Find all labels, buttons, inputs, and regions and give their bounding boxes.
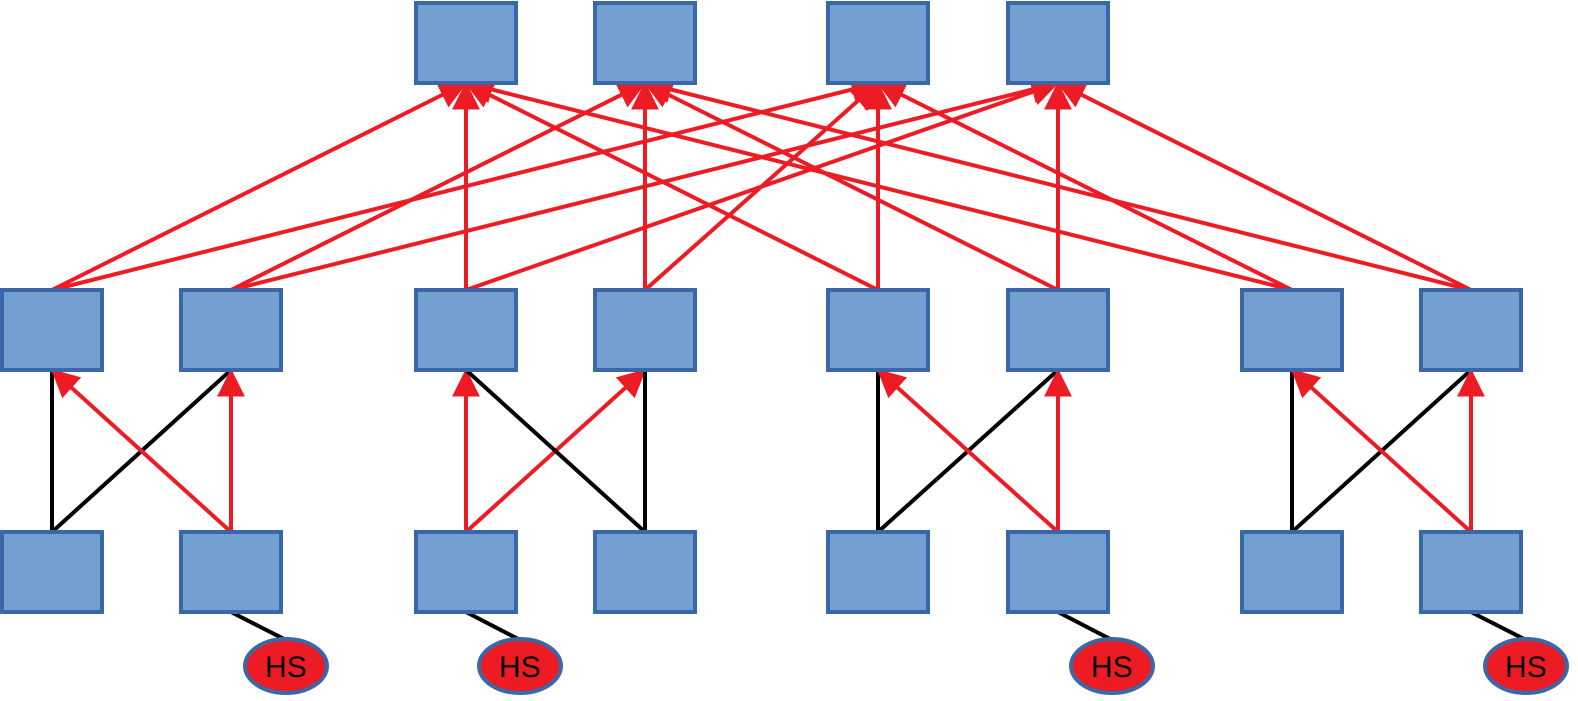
links-layer bbox=[50, 75, 1528, 642]
host-ellipse bbox=[1483, 637, 1569, 695]
agg5-core1-link bbox=[643, 81, 1060, 292]
hosts-layer: HS HS HS HS bbox=[243, 637, 1569, 695]
edge-switch-6 bbox=[1006, 530, 1110, 614]
aggregation-switch-2 bbox=[179, 288, 283, 372]
core-switch-2 bbox=[593, 1, 697, 85]
host2-link bbox=[1056, 610, 1114, 642]
agg6-core2-link bbox=[876, 81, 1294, 292]
host-node: HS bbox=[1069, 637, 1155, 695]
edge-switch-7 bbox=[1240, 530, 1344, 614]
agg7-core1-link bbox=[643, 75, 1473, 292]
core-switch-1 bbox=[414, 1, 518, 85]
agg6-core0-link bbox=[464, 75, 1294, 292]
host-node: HS bbox=[243, 637, 329, 695]
edge-switch-1 bbox=[0, 530, 104, 614]
edge-switch-5 bbox=[826, 530, 930, 614]
aggregation-switch-1 bbox=[0, 288, 104, 372]
aggregation-switch-4 bbox=[593, 288, 697, 372]
host-node: HS bbox=[477, 637, 563, 695]
host-ellipse bbox=[477, 637, 563, 695]
host-node: HS bbox=[1483, 637, 1569, 695]
core-switch-4 bbox=[1006, 1, 1110, 85]
core-switch-3 bbox=[826, 1, 930, 85]
edge7-agg6-link bbox=[1290, 368, 1473, 534]
edge-switch-8 bbox=[1419, 530, 1523, 614]
host-ellipse bbox=[1069, 637, 1155, 695]
edge3-agg2-link bbox=[464, 368, 647, 534]
host0-link bbox=[229, 610, 288, 642]
aggregation-switch-8 bbox=[1419, 288, 1523, 372]
edge-switch-3 bbox=[414, 530, 518, 614]
host-label: HS bbox=[265, 651, 307, 684]
agg3-core2-link bbox=[643, 81, 880, 292]
aggregation-switch-6 bbox=[1006, 288, 1110, 372]
switches-layer bbox=[0, 1, 1523, 614]
host3-link bbox=[1469, 610, 1528, 642]
aggregation-switch-5 bbox=[826, 288, 930, 372]
aggregation-switch-7 bbox=[1240, 288, 1344, 372]
edge5-agg4-link bbox=[876, 368, 1060, 534]
edge-switch-4 bbox=[593, 530, 697, 614]
host-label: HS bbox=[1505, 651, 1547, 684]
agg1-core1-link bbox=[229, 81, 647, 292]
edge-switch-2 bbox=[179, 530, 283, 614]
host-ellipse bbox=[243, 637, 329, 695]
host1-link bbox=[464, 610, 522, 642]
agg0-core0-link bbox=[50, 81, 468, 292]
edge1-agg0-link bbox=[50, 368, 233, 534]
agg7-core3-link bbox=[1056, 81, 1473, 292]
host-label: HS bbox=[1091, 651, 1133, 684]
aggregation-switch-3 bbox=[414, 288, 518, 372]
agg4-core0-link bbox=[464, 81, 880, 292]
host-label: HS bbox=[499, 651, 541, 684]
